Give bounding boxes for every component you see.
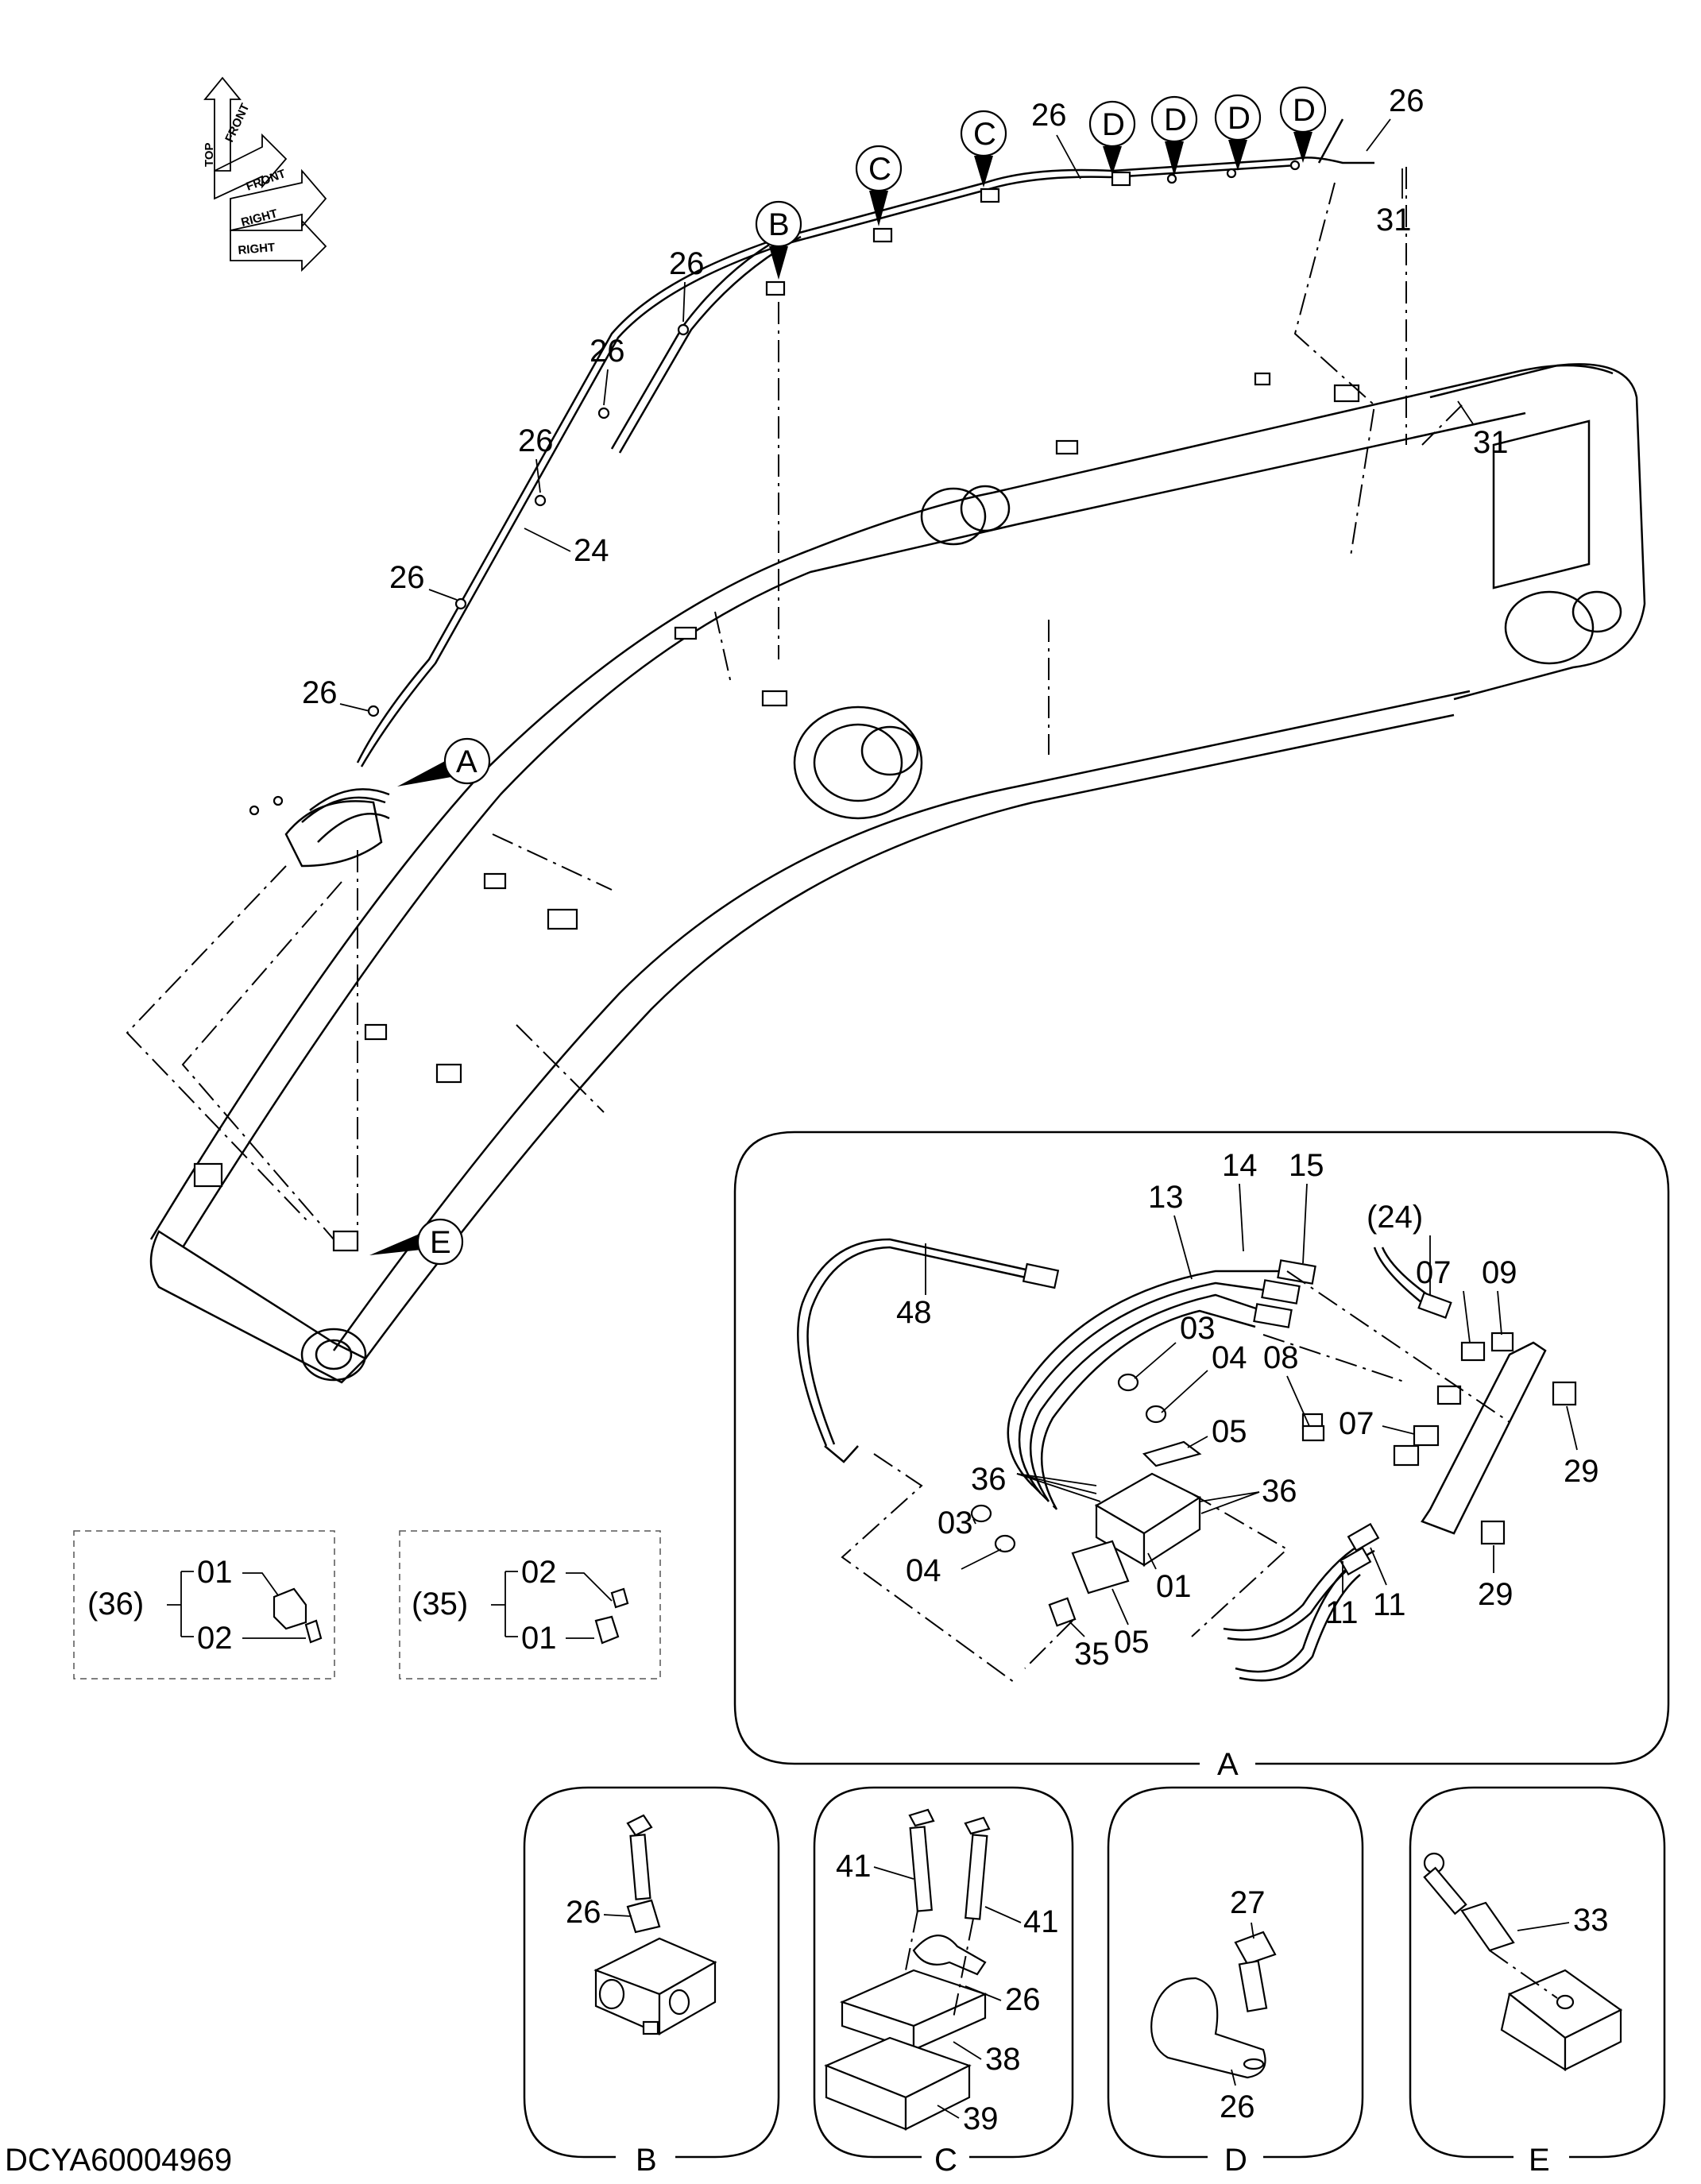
svg-text:36: 36: [971, 1462, 1007, 1497]
callout-C-2: C: [960, 110, 1007, 187]
svg-text:C: C: [868, 152, 891, 187]
detail-E-title: E: [1529, 2143, 1550, 2178]
svg-text:07: 07: [1416, 1255, 1452, 1290]
callout-E: E: [369, 1218, 464, 1266]
svg-text:02: 02: [197, 1621, 233, 1656]
svg-text:11: 11: [1373, 1587, 1406, 1622]
callout-D-4: D: [1279, 86, 1327, 163]
callout-A: A: [397, 737, 491, 787]
callout-D-1: D: [1088, 100, 1136, 175]
svg-text:26: 26: [389, 560, 425, 595]
orientation-label-right-1: RIGHT: [240, 207, 279, 230]
svg-text:07: 07: [1339, 1406, 1374, 1441]
boom-assembly: [149, 363, 1646, 1384]
svg-text:29: 29: [1564, 1454, 1599, 1489]
svg-text:26: 26: [1031, 98, 1067, 133]
svg-text:D: D: [1164, 102, 1187, 137]
svg-text:05: 05: [1212, 1414, 1247, 1449]
svg-text:D: D: [1293, 93, 1316, 128]
svg-text:01: 01: [1156, 1569, 1192, 1604]
orientation-label-front-1: FRONT: [222, 102, 252, 145]
svg-text:26: 26: [302, 675, 338, 710]
svg-text:27: 27: [1230, 1885, 1266, 1920]
svg-text:48: 48: [896, 1295, 932, 1330]
callout-D-2: D: [1150, 95, 1198, 176]
callout-B: B: [755, 200, 802, 280]
diagram-code: DCYA60004969: [5, 2143, 233, 2178]
svg-text:26: 26: [1389, 83, 1425, 118]
detail-A-title: A: [1217, 1747, 1239, 1782]
svg-text:26: 26: [669, 246, 705, 281]
svg-text:31: 31: [1473, 425, 1509, 460]
orientation-label-front-2: FRONT: [245, 167, 288, 194]
svg-text:11: 11: [1325, 1595, 1359, 1630]
detail-A-border: [733, 1131, 1670, 1765]
svg-text:41: 41: [1023, 1904, 1059, 1939]
orientation-label-top: TOP: [203, 142, 216, 167]
svg-text:03: 03: [937, 1506, 973, 1540]
legend-35: (35) 02 01: [399, 1530, 661, 1680]
svg-text:26: 26: [1005, 1982, 1041, 2017]
detail-A: A: [733, 1131, 1670, 1782]
detail-D: D 27 26: [1107, 1786, 1364, 2178]
svg-text:05: 05: [1114, 1625, 1150, 1660]
callout-D-3: D: [1214, 94, 1262, 171]
svg-text:B: B: [768, 207, 790, 242]
detail-B-title: B: [636, 2143, 657, 2178]
svg-text:03: 03: [1180, 1311, 1216, 1346]
svg-text:(35): (35): [412, 1587, 468, 1622]
svg-text:02: 02: [521, 1555, 557, 1590]
svg-text:29: 29: [1478, 1577, 1514, 1612]
svg-text:36: 36: [1262, 1474, 1297, 1509]
callout-C-1: C: [855, 145, 903, 226]
svg-text:01: 01: [521, 1621, 557, 1656]
svg-text:E: E: [430, 1225, 451, 1260]
detail-C-title: C: [934, 2143, 957, 2178]
orientation-icon: TOP FRONT FRONT RIGHT RIGHT: [203, 76, 327, 273]
svg-text:39: 39: [963, 2101, 999, 2136]
svg-text:33: 33: [1573, 1903, 1609, 1938]
detail-E: E 33: [1409, 1786, 1666, 2178]
svg-text:24: 24: [574, 533, 609, 568]
detail-D-title: D: [1224, 2143, 1247, 2178]
svg-text:01: 01: [197, 1555, 233, 1590]
svg-text:31: 31: [1376, 203, 1412, 238]
detail-B: B 26: [523, 1786, 780, 2178]
svg-text:41: 41: [836, 1849, 872, 1884]
svg-text:(36): (36): [87, 1587, 144, 1622]
svg-text:38: 38: [985, 2042, 1021, 2077]
svg-text:D: D: [1102, 107, 1125, 142]
orientation-label-right-2: RIGHT: [238, 241, 276, 257]
svg-text:13: 13: [1148, 1180, 1184, 1215]
svg-text:D: D: [1227, 101, 1251, 136]
svg-text:09: 09: [1482, 1255, 1517, 1290]
detail-C: C 41 41 26 38 39: [813, 1786, 1074, 2178]
legend-36: (36) 01 02: [73, 1530, 335, 1680]
svg-text:C: C: [973, 117, 996, 152]
svg-text:26: 26: [590, 334, 625, 369]
svg-text:14: 14: [1222, 1148, 1258, 1183]
svg-text:15: 15: [1289, 1148, 1324, 1183]
svg-text:08: 08: [1263, 1340, 1299, 1375]
svg-text:04: 04: [906, 1553, 941, 1588]
svg-text:26: 26: [518, 423, 554, 458]
svg-text:26: 26: [1220, 2089, 1255, 2124]
svg-text:26: 26: [566, 1895, 601, 1930]
svg-text:A: A: [456, 744, 477, 779]
main-part-labels: 26 26 31 31 26 26 26 24 26 26: [302, 83, 1509, 712]
svg-text:35: 35: [1074, 1637, 1110, 1672]
svg-text:(24): (24): [1367, 1200, 1423, 1235]
svg-text:04: 04: [1212, 1340, 1247, 1375]
